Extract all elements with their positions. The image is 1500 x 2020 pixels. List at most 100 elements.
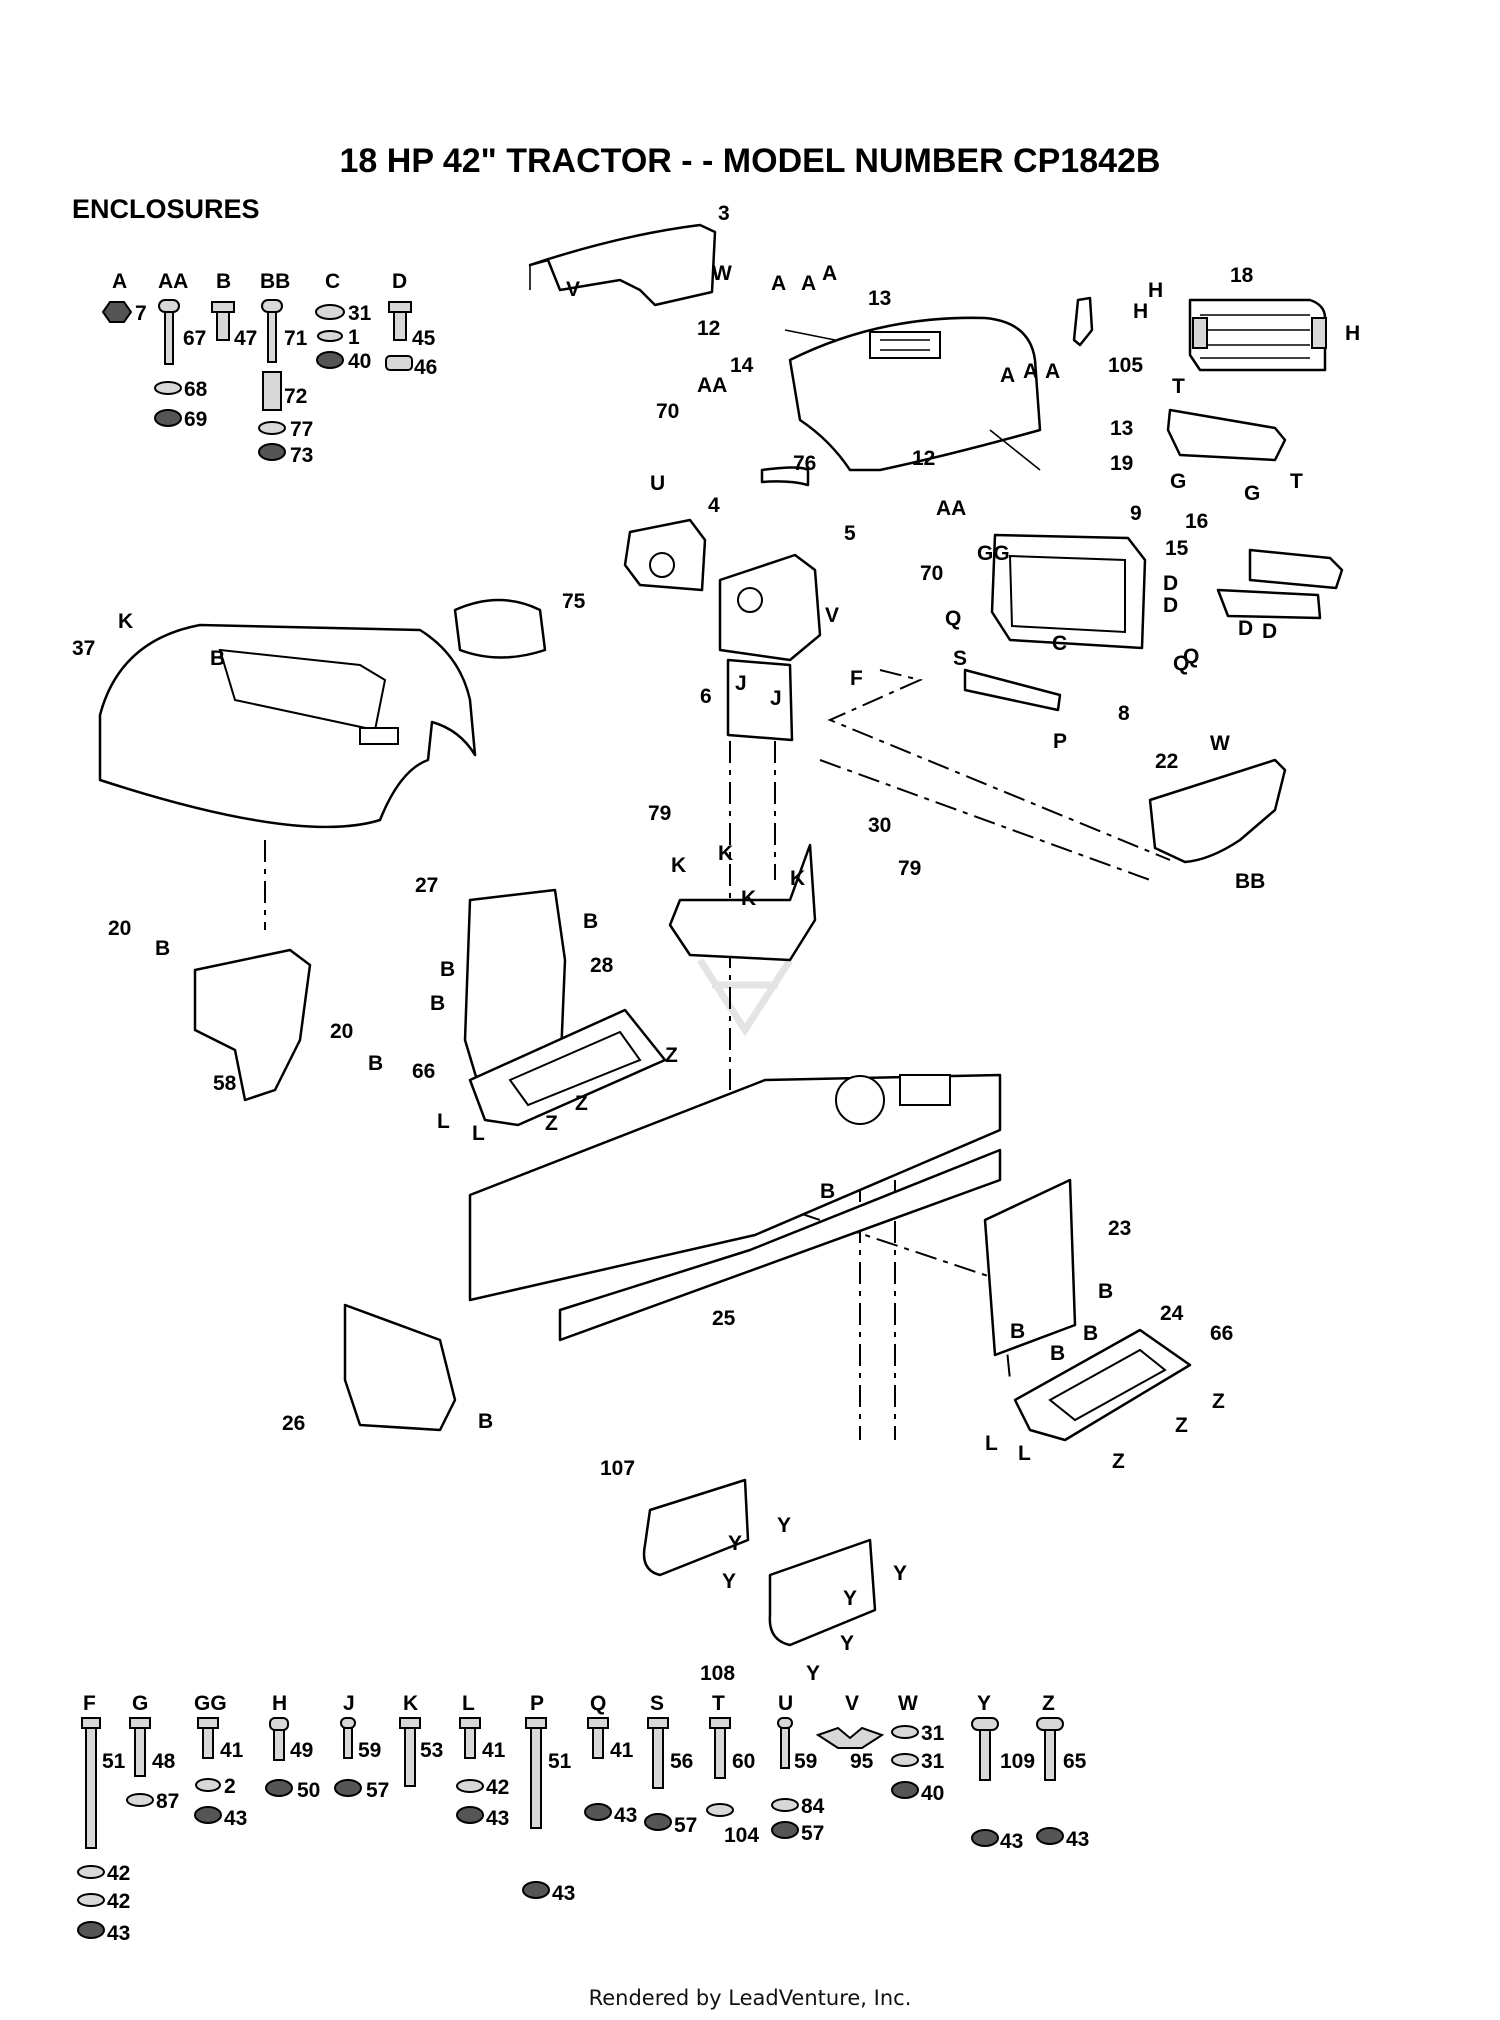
callout-G: G bbox=[1244, 482, 1260, 505]
callout-K: K bbox=[790, 867, 805, 890]
callout-K: K bbox=[741, 887, 756, 910]
nut-icon bbox=[334, 1779, 362, 1797]
hw-letter: V bbox=[845, 1692, 859, 1715]
hw-part: 40 bbox=[348, 350, 371, 373]
diagram-title: 18 HP 42" TRACTOR - - MODEL NUMBER CP184… bbox=[340, 142, 1161, 180]
nut-icon bbox=[265, 1779, 293, 1797]
hw-part: 43 bbox=[486, 1807, 509, 1830]
part-6-support bbox=[726, 658, 794, 742]
main-frame bbox=[468, 1073, 1002, 1342]
hw-part: 69 bbox=[184, 408, 207, 431]
callout-A: A bbox=[822, 262, 837, 285]
callout-66: 66 bbox=[1210, 1322, 1233, 1345]
bolt-shaft-icon bbox=[85, 1727, 97, 1849]
callout-B: B bbox=[155, 937, 170, 960]
washer-icon bbox=[77, 1893, 105, 1907]
callout-F: F bbox=[850, 667, 863, 690]
callout-16: 16 bbox=[1185, 510, 1208, 533]
hw-part: 49 bbox=[290, 1739, 313, 1762]
hw-letter: Q bbox=[590, 1692, 606, 1715]
callout-A: A bbox=[801, 272, 816, 295]
bolt-head-icon bbox=[388, 301, 412, 313]
hw-letter: D bbox=[392, 270, 407, 293]
callout-B: B bbox=[583, 910, 598, 933]
hw-part: 84 bbox=[801, 1795, 825, 1818]
hw-part: 73 bbox=[290, 444, 313, 467]
hw-part: 42 bbox=[107, 1890, 130, 1913]
callout-108: 108 bbox=[700, 1662, 735, 1685]
callout-30: 30 bbox=[868, 814, 891, 837]
callout-9: 9 bbox=[1130, 502, 1142, 525]
bolt-shaft-icon bbox=[1044, 1729, 1056, 1781]
callout-37: 37 bbox=[72, 637, 95, 660]
callout-B: B bbox=[1098, 1280, 1113, 1303]
callout-24: 24 bbox=[1160, 1302, 1184, 1325]
lock-washer-icon bbox=[317, 330, 343, 342]
callout-Q: Q bbox=[945, 607, 961, 630]
bolt-shaft-icon bbox=[652, 1727, 664, 1789]
callout-20: 20 bbox=[330, 1020, 353, 1043]
callout-L: L bbox=[437, 1110, 450, 1133]
hw-part: 31 bbox=[921, 1722, 945, 1745]
callout-H: H bbox=[1148, 279, 1163, 302]
callout-13: 13 bbox=[1110, 417, 1133, 440]
bolt-head-icon bbox=[340, 1717, 356, 1729]
callout-Y: Y bbox=[840, 1632, 854, 1655]
hw-letter: U bbox=[778, 1692, 793, 1715]
callout-27: 27 bbox=[415, 874, 438, 897]
bolt-head-icon bbox=[399, 1717, 421, 1729]
part-15-bracket bbox=[1216, 588, 1322, 620]
bolt-shaft-icon bbox=[979, 1729, 991, 1781]
callout-18: 18 bbox=[1230, 264, 1254, 287]
callout-Q: Q bbox=[1183, 645, 1199, 668]
hw-part: 43 bbox=[1066, 1828, 1089, 1851]
bolt-head-icon bbox=[647, 1717, 669, 1729]
washer-icon bbox=[891, 1725, 919, 1739]
callout-Y: Y bbox=[843, 1587, 857, 1610]
hw-letter: Z bbox=[1042, 1692, 1055, 1715]
hw-part: 71 bbox=[284, 327, 308, 350]
callout-B: B bbox=[430, 992, 445, 1015]
hardware-legend-bottom: F 51 42 42 43 G 48 87 GG 41 2 43 H 49 50… bbox=[77, 1692, 1089, 1945]
bolt-shaft-icon bbox=[267, 311, 277, 363]
nut-icon bbox=[522, 1881, 550, 1899]
callout-BB: BB bbox=[1235, 870, 1265, 893]
callout-GG: GG bbox=[977, 542, 1010, 565]
nut-icon bbox=[101, 301, 133, 323]
callout-D: D bbox=[1163, 594, 1178, 617]
callout-25: 25 bbox=[712, 1307, 736, 1330]
callout-79: 79 bbox=[898, 857, 921, 880]
callout-AA: AA bbox=[936, 497, 966, 520]
callout-A: A bbox=[1045, 360, 1060, 383]
hw-part: 59 bbox=[794, 1750, 817, 1773]
callout-70: 70 bbox=[920, 562, 943, 585]
hw-part: 31 bbox=[348, 302, 372, 325]
callout-V: V bbox=[566, 278, 580, 301]
callout-6: 6 bbox=[700, 685, 712, 708]
hw-part: 57 bbox=[674, 1814, 697, 1837]
part-19-grille-support bbox=[1166, 408, 1287, 462]
callout-66: 66 bbox=[412, 1060, 435, 1083]
hw-part: 48 bbox=[152, 1750, 176, 1773]
part-108-bracket bbox=[768, 1538, 877, 1647]
callout-D: D bbox=[1262, 620, 1277, 643]
callout-13: 13 bbox=[868, 287, 891, 310]
callout-G: G bbox=[1170, 470, 1186, 493]
nut-icon bbox=[971, 1829, 999, 1847]
callout-D: D bbox=[1238, 617, 1253, 640]
callout-B: B bbox=[1083, 1322, 1098, 1345]
bolt-shaft-icon bbox=[343, 1727, 353, 1759]
callout-Z: Z bbox=[1212, 1390, 1225, 1413]
hw-part: 42 bbox=[486, 1776, 509, 1799]
hw-part: 56 bbox=[670, 1750, 693, 1773]
bolt-shaft-icon bbox=[530, 1727, 542, 1829]
hw-part: 95 bbox=[850, 1750, 874, 1773]
callout-4: 4 bbox=[708, 494, 720, 517]
callout-Y: Y bbox=[777, 1514, 791, 1537]
hw-letter: H bbox=[272, 1692, 287, 1715]
washer-icon bbox=[771, 1798, 799, 1812]
callout-12: 12 bbox=[912, 447, 935, 470]
hw-letter: T bbox=[712, 1692, 725, 1715]
callout-L: L bbox=[1018, 1442, 1031, 1465]
